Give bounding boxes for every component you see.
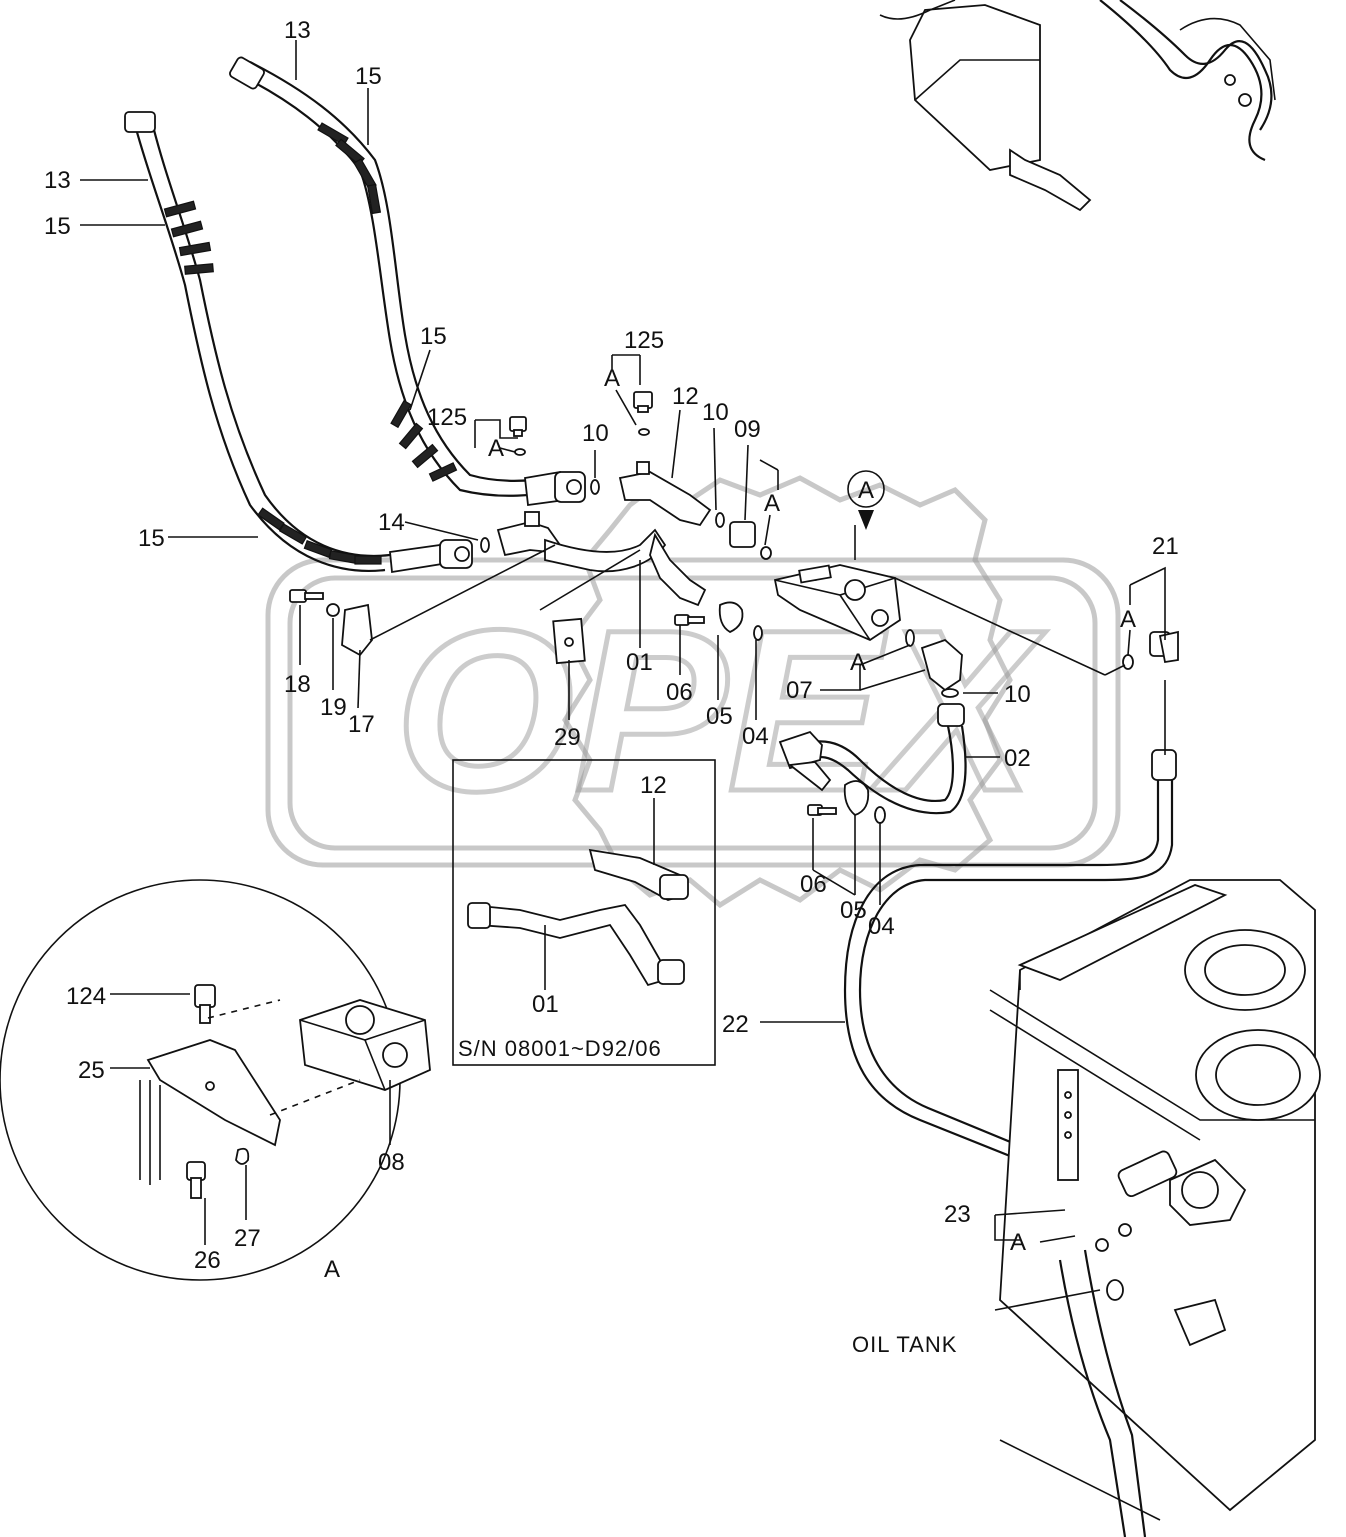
label-13-top: 13 [284, 17, 311, 44]
label-125-a: 125 [624, 327, 664, 354]
hose-15-top [229, 56, 586, 507]
label-01-sn: 01 [532, 991, 559, 1018]
top-right-tank-assembly [879, 0, 1276, 212]
label-18: 18 [284, 671, 311, 698]
label-12-sn: 12 [640, 772, 667, 799]
fittings-group [289, 391, 1179, 824]
label-02: 02 [1004, 745, 1031, 772]
label-10-c: 10 [1004, 681, 1031, 708]
label-a-09: A [764, 490, 780, 517]
label-27: 27 [234, 1225, 261, 1252]
label-15-mid: 15 [420, 323, 447, 350]
label-15-low: 15 [138, 525, 165, 552]
oil-tank-label: OIL TANK [852, 1332, 957, 1357]
label-22: 22 [722, 1011, 749, 1038]
label-a-125b: A [488, 435, 504, 462]
label-04-b: 04 [868, 913, 895, 940]
leader-lines [80, 40, 1166, 1245]
label-17: 17 [348, 711, 375, 738]
label-a-07: A [850, 649, 866, 676]
serial-number-note: S/N 08001~D92/06 [458, 1036, 662, 1061]
label-10-b: 10 [702, 399, 729, 426]
label-15-top: 15 [355, 63, 382, 90]
label-13-left: 13 [44, 167, 71, 194]
opex-watermark: OPEX [265, 475, 1121, 909]
label-04-a: 04 [742, 723, 769, 750]
label-09: 09 [734, 416, 761, 443]
label-12: 12 [672, 383, 699, 410]
label-29: 29 [554, 724, 581, 751]
serial-detail-box [452, 759, 716, 1066]
label-06-b: 06 [800, 871, 827, 898]
label-06-a: 06 [666, 679, 693, 706]
detail-view-label: A [324, 1256, 340, 1283]
part-labels: 13 15 13 15 15 15 125 A 125 A 10 12 10 0… [44, 17, 1179, 1357]
callout-a-letter: A [858, 477, 874, 504]
label-124: 124 [66, 983, 106, 1010]
label-05-b: 05 [840, 897, 867, 924]
label-125-b: 125 [427, 404, 467, 431]
detail-view-circle [0, 879, 431, 1281]
label-19: 19 [320, 694, 347, 721]
manifold-block-a [773, 564, 901, 642]
callout-a-marker: A [847, 470, 885, 530]
label-a-125a: A [604, 365, 620, 392]
label-a-23: A [1010, 1229, 1026, 1256]
label-05-a: 05 [706, 703, 733, 730]
label-a-21: A [1120, 606, 1136, 633]
label-25: 25 [78, 1057, 105, 1084]
label-07: 07 [786, 677, 813, 704]
hose-15-left [124, 111, 473, 574]
label-21: 21 [1152, 533, 1179, 560]
label-01: 01 [626, 649, 653, 676]
label-26: 26 [194, 1247, 221, 1274]
label-10-a: 10 [582, 420, 609, 447]
label-08: 08 [378, 1149, 405, 1176]
label-15-left: 15 [44, 213, 71, 240]
oil-tank [989, 879, 1321, 1537]
label-14: 14 [378, 509, 405, 536]
label-23: 23 [944, 1201, 971, 1228]
